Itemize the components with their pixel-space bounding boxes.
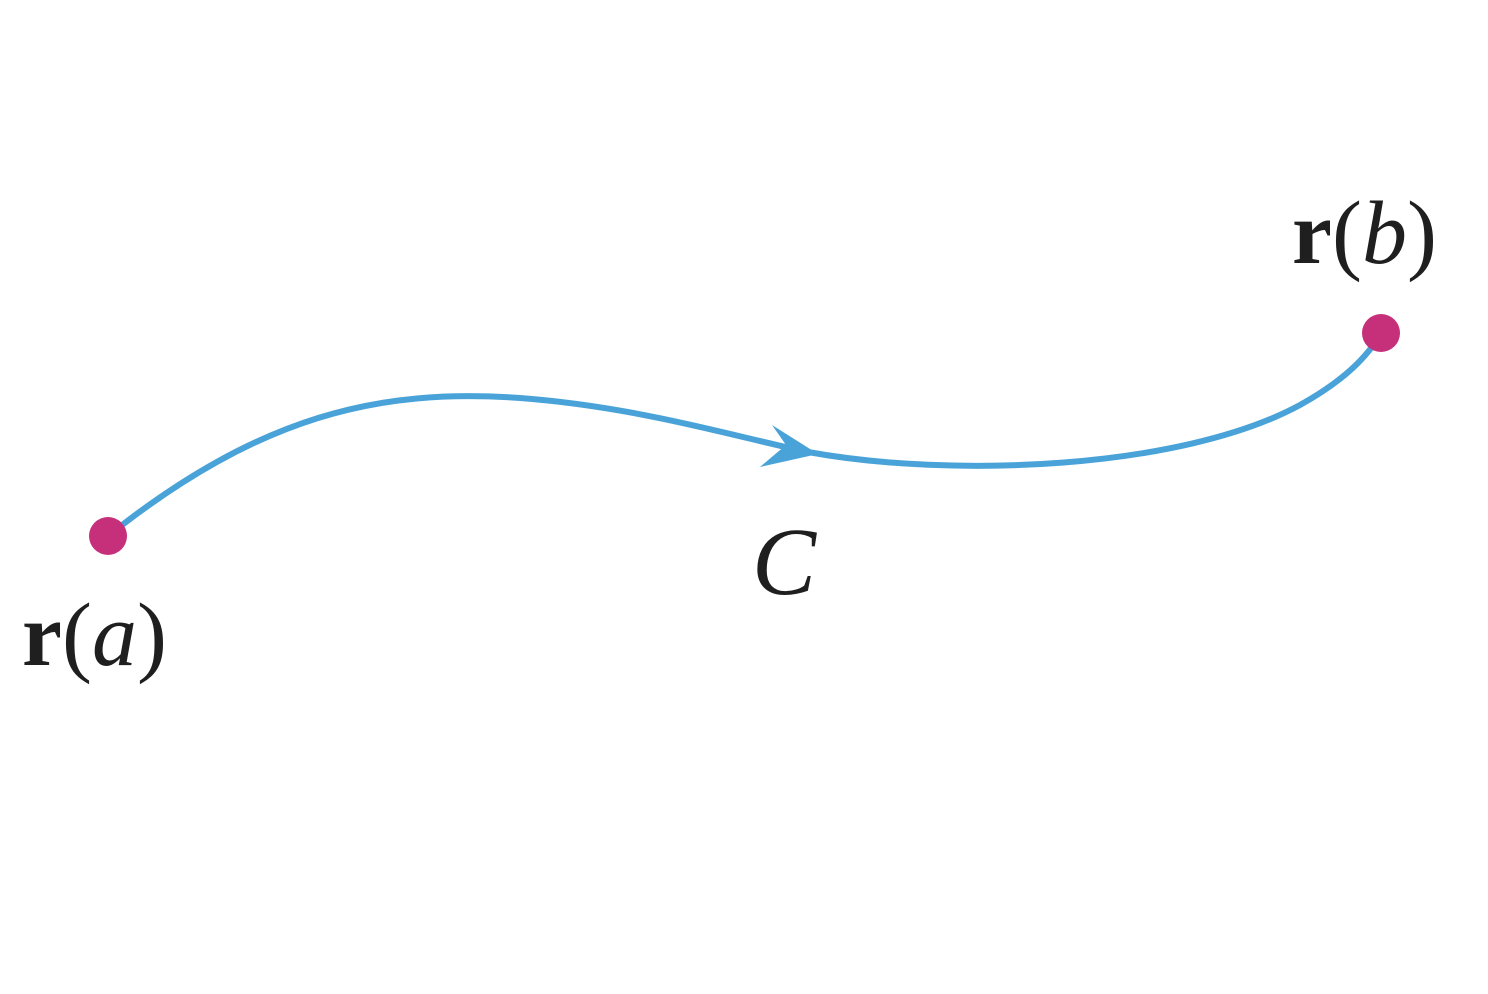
end-point-label: r(b): [1292, 184, 1437, 283]
end-parameter: b: [1362, 184, 1407, 283]
oriented-curve: [105, 330, 1384, 539]
end-close-paren: ): [1407, 184, 1437, 283]
start-parameter: a: [92, 586, 137, 685]
end-vector-symbol: r: [1292, 184, 1332, 283]
start-vector-symbol: r: [22, 586, 62, 685]
end-point: [1362, 314, 1400, 352]
start-close-paren: ): [137, 586, 167, 685]
start-point: [89, 517, 127, 555]
curve-label: C: [752, 508, 817, 615]
direction-arrowhead: [760, 425, 818, 467]
start-open-paren: (: [62, 586, 92, 685]
end-open-paren: (: [1332, 184, 1362, 283]
start-point-label: r(a): [22, 586, 167, 685]
